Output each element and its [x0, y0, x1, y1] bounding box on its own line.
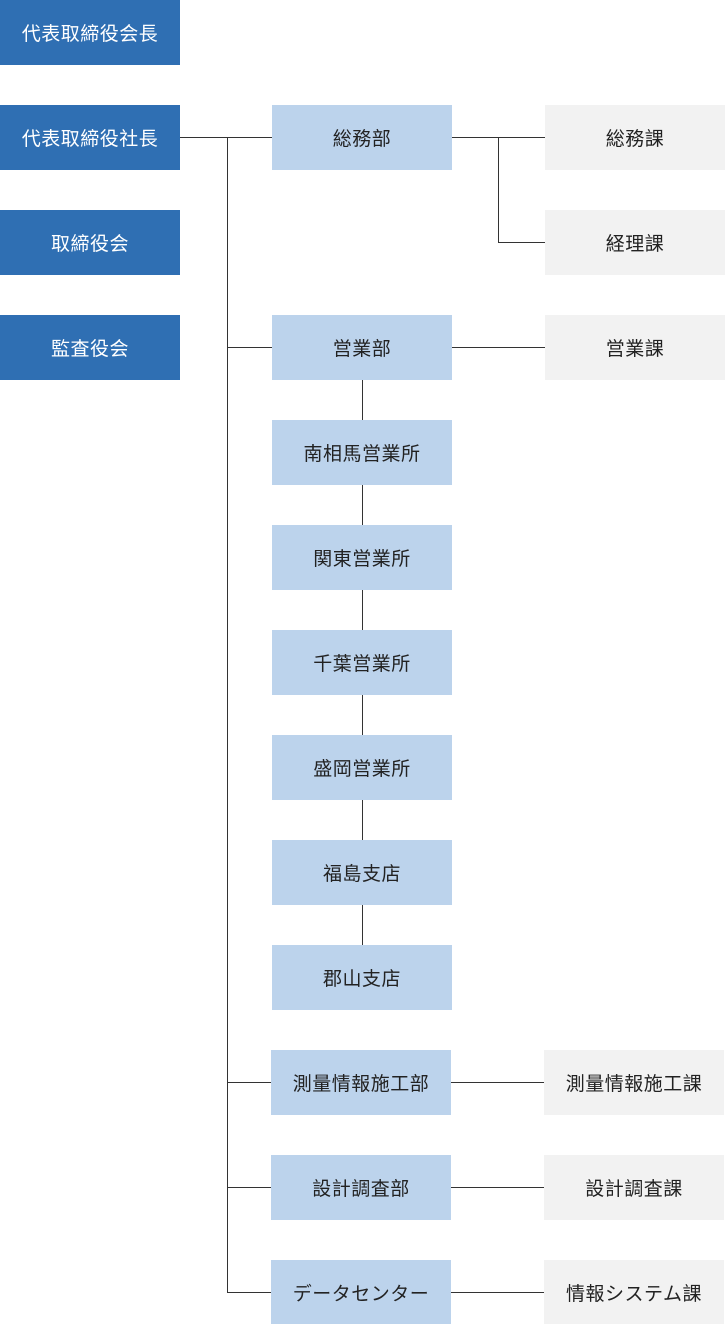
audit-board-box: 監査役会 [0, 315, 180, 380]
connector-trunk-design [227, 1187, 271, 1188]
board-box: 取締役会 [0, 210, 180, 275]
connector-trunk-data-center [227, 1292, 271, 1293]
sales-dept-box: 営業部 [272, 315, 452, 380]
general-affairs-section-box: 総務課 [545, 105, 725, 170]
sales-office-box: 関東営業所 [272, 525, 452, 590]
connector-design-section [451, 1187, 544, 1188]
connector-trunk-sales [227, 347, 272, 348]
survey-construction-dept-box: 測量情報施工部 [271, 1050, 451, 1115]
survey-construction-section-box: 測量情報施工課 [544, 1050, 724, 1115]
connector-trunk-general-affairs [227, 137, 272, 138]
information-systems-section-box: 情報システム課 [544, 1260, 724, 1324]
branch-office-box: 郡山支店 [272, 945, 452, 1010]
sales-office-box: 盛岡営業所 [272, 735, 452, 800]
connector-main-trunk [227, 137, 228, 1292]
connector-data-center-section [451, 1292, 544, 1293]
data-center-dept-box: データセンター [271, 1260, 451, 1324]
connector-survey-section [451, 1082, 544, 1083]
branch-office-box: 福島支店 [272, 840, 452, 905]
connector-general-affairs-branch [498, 137, 499, 242]
general-affairs-dept-box: 総務部 [272, 105, 452, 170]
design-research-section-box: 設計調査課 [544, 1155, 724, 1220]
sales-office-box: 南相馬営業所 [272, 420, 452, 485]
connector-sales-section [452, 347, 545, 348]
connector-trunk-survey [227, 1082, 271, 1083]
design-research-dept-box: 設計調査部 [271, 1155, 451, 1220]
connector-president-trunk [180, 137, 227, 138]
accounting-section-box: 経理課 [545, 210, 725, 275]
chairman-box: 代表取締役会長 [0, 0, 180, 65]
sales-section-box: 営業課 [545, 315, 725, 380]
connector-accounting [498, 242, 545, 243]
president-box: 代表取締役社長 [0, 105, 180, 170]
sales-office-box: 千葉営業所 [272, 630, 452, 695]
